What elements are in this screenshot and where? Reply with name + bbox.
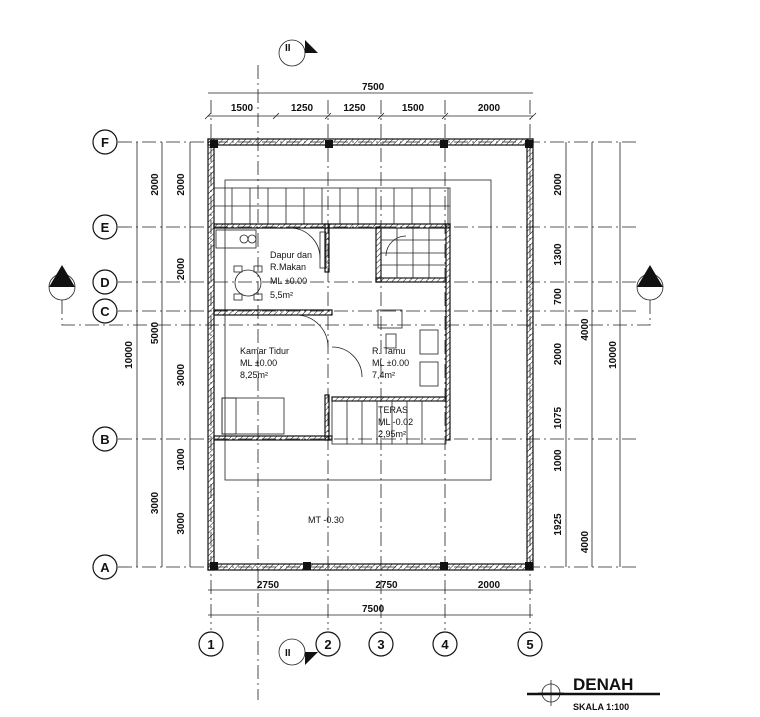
- dim-label: 1250: [291, 103, 314, 114]
- dim-label: 1300: [553, 243, 564, 266]
- teras-tiles: [331, 400, 447, 445]
- dim-tick: [204, 112, 212, 120]
- dim-label: 1000: [553, 449, 564, 472]
- dimension-top: 7500: [204, 82, 537, 120]
- roof-outline: [224, 179, 492, 481]
- dim-label: 1075: [553, 406, 564, 429]
- dimension-bottom: 7500: [208, 589, 533, 616]
- dim-label: 2000: [553, 173, 564, 196]
- svg-text:3: 3: [377, 637, 384, 652]
- dim-label: 3000: [176, 363, 187, 386]
- grid-row-B: B: [92, 426, 118, 452]
- section-mark-bottom: II: [285, 648, 291, 659]
- dim-label: 3000: [176, 512, 187, 535]
- dim-bottom-total: 7500: [362, 604, 385, 615]
- tamu-name: R. Tamu: [372, 346, 405, 356]
- section-mark-right: I: [648, 277, 651, 288]
- svg-text:1: 1: [207, 637, 214, 652]
- outer-walls: [207, 138, 534, 571]
- dim-tick: [529, 112, 537, 120]
- dim-label: 2000: [176, 173, 187, 196]
- drawing-title: DENAH: [573, 675, 633, 694]
- dim-label: 2000: [478, 580, 501, 591]
- grid-col-4: 4: [432, 631, 458, 657]
- grid-row-E: E: [92, 214, 118, 240]
- dim-tick: [272, 112, 280, 120]
- svg-text:F: F: [101, 135, 109, 150]
- grid-col-1: 1: [198, 631, 224, 657]
- svg-text:B: B: [100, 432, 109, 447]
- room-labels: Dapur dan R.Makan ML ±0.00 5,5m² Kamar T…: [240, 250, 413, 525]
- svg-text:C: C: [100, 304, 110, 319]
- dim-top-total: 7500: [362, 82, 385, 93]
- dim-label: 2000: [553, 342, 564, 365]
- kamar-level: ML ±0.00: [240, 358, 277, 368]
- dim-label: 2750: [375, 580, 398, 591]
- dapur-name: Dapur dan: [270, 250, 312, 260]
- dim-label: 2750: [257, 580, 280, 591]
- kamar-area: 8,25m²: [240, 370, 268, 380]
- tamu-area: 7,4m²: [372, 370, 395, 380]
- section-lines: [61, 65, 651, 700]
- grid-row-A: A: [92, 554, 118, 580]
- grid-lines-horizontal: [118, 141, 640, 568]
- ground-level: MT -0.30: [308, 515, 344, 525]
- dim-label: 2000: [150, 173, 161, 196]
- title-block: DENAH SKALA 1:100: [527, 675, 660, 712]
- svg-text:A: A: [100, 560, 110, 575]
- teras-name: TERAS: [378, 405, 408, 415]
- dim-label: 700: [553, 288, 564, 305]
- dim-label: 10000: [124, 341, 135, 369]
- dapur-name2: R.Makan: [270, 262, 306, 272]
- dim-label: 1250: [343, 103, 366, 114]
- dapur-level: ML ±0.00: [270, 276, 307, 286]
- grid-col-5: 5: [517, 631, 543, 657]
- svg-text:5: 5: [526, 637, 533, 652]
- grid-row-F: F: [92, 129, 118, 155]
- furniture: [215, 227, 439, 435]
- dim-label: 5000: [150, 321, 161, 344]
- grid-col-2: 2: [315, 631, 341, 657]
- section-mark-left: I: [60, 277, 63, 288]
- tamu-level: ML ±0.00: [372, 358, 409, 368]
- dim-label: 2000: [478, 103, 501, 114]
- dim-label: 3000: [150, 491, 161, 514]
- dim-label: 1000: [176, 448, 187, 471]
- dapur-area: 5,5m²: [270, 290, 293, 300]
- svg-text:D: D: [100, 275, 109, 290]
- teras-area: 2,95m²: [378, 429, 406, 439]
- bathroom-tiles: [380, 227, 447, 279]
- drawing-scale: SKALA 1:100: [573, 702, 629, 712]
- dim-label: 10000: [608, 341, 619, 369]
- interior-walls: [213, 223, 451, 441]
- svg-text:4: 4: [441, 637, 449, 652]
- kamar-name: Kamar Tidur: [240, 346, 289, 356]
- teras-level: ML -0.02: [378, 417, 413, 427]
- dim-label: 2000: [176, 257, 187, 280]
- grid-row-D: D: [92, 269, 118, 295]
- svg-text:E: E: [101, 220, 110, 235]
- dim-label: 1500: [231, 103, 254, 114]
- dim-label: 1500: [402, 103, 425, 114]
- section-mark-top: II: [285, 43, 291, 54]
- svg-text:2: 2: [324, 637, 331, 652]
- dim-tick: [324, 112, 332, 120]
- grid-col-3: 3: [368, 631, 394, 657]
- dim-tick: [377, 112, 385, 120]
- dim-label: 1925: [553, 513, 564, 536]
- top-tiles: [213, 187, 451, 225]
- dim-label: 4000: [580, 318, 591, 341]
- dim-label: 4000: [580, 530, 591, 553]
- section-markers: II II I I: [48, 39, 664, 666]
- dimension-sides: [136, 142, 621, 567]
- grid-row-C: C: [92, 298, 118, 324]
- dim-tick: [441, 112, 449, 120]
